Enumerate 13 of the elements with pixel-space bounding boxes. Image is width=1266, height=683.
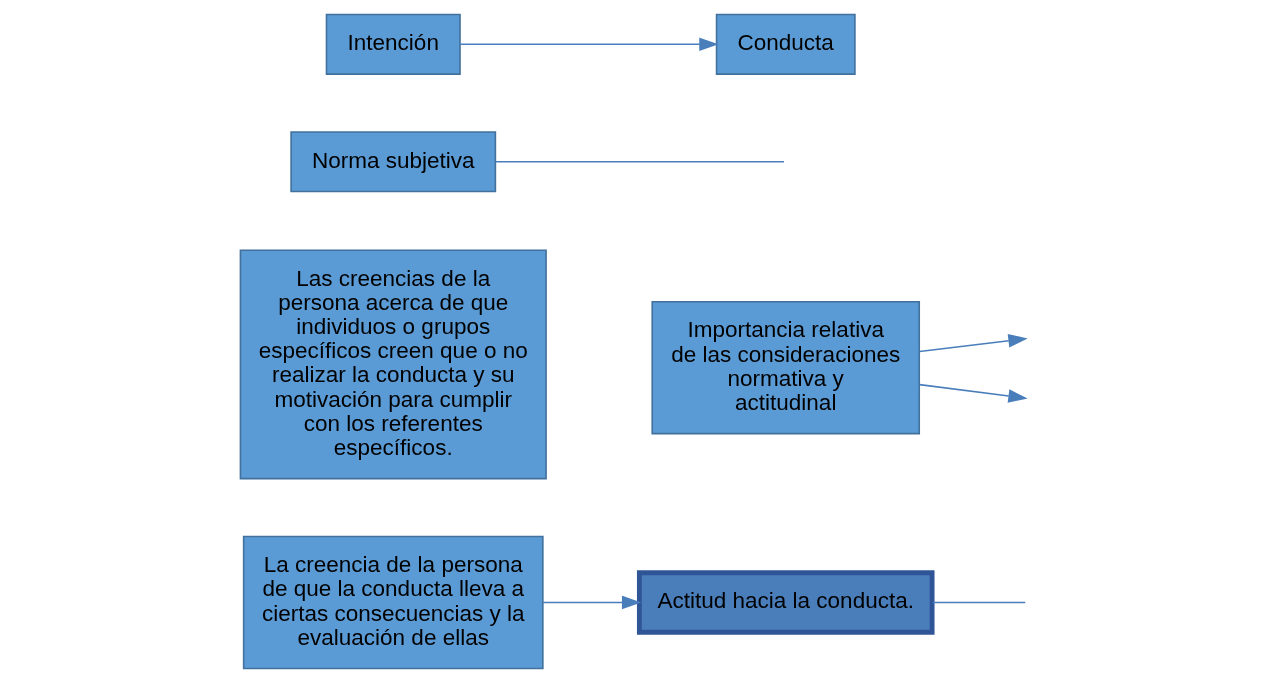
arrow [918, 334, 1028, 353]
arrow [458, 37, 719, 52]
node-box: Importancia relativa de las consideraciones normativa y actitudinal [650, 300, 920, 435]
node-box: Conducta [715, 13, 856, 75]
node-box: Norma subjetiva [289, 131, 496, 193]
arrow [541, 595, 641, 610]
connector [494, 160, 785, 163]
arrow [918, 383, 1028, 403]
node-box: Intención [325, 13, 461, 75]
connector [931, 601, 1026, 604]
node-box: Actitud hacia la conducta. [636, 570, 935, 635]
node-box: Las creencias de la persona acerca de que individuos o grupos específicos creen que o no realizar la conducta y su motivación para cumplir con los referentes específicos. [239, 249, 547, 480]
node-box: La creencia de la persona de que la conducta lleva a ciertas consecuencias y la evaluación de ellas [242, 535, 544, 670]
